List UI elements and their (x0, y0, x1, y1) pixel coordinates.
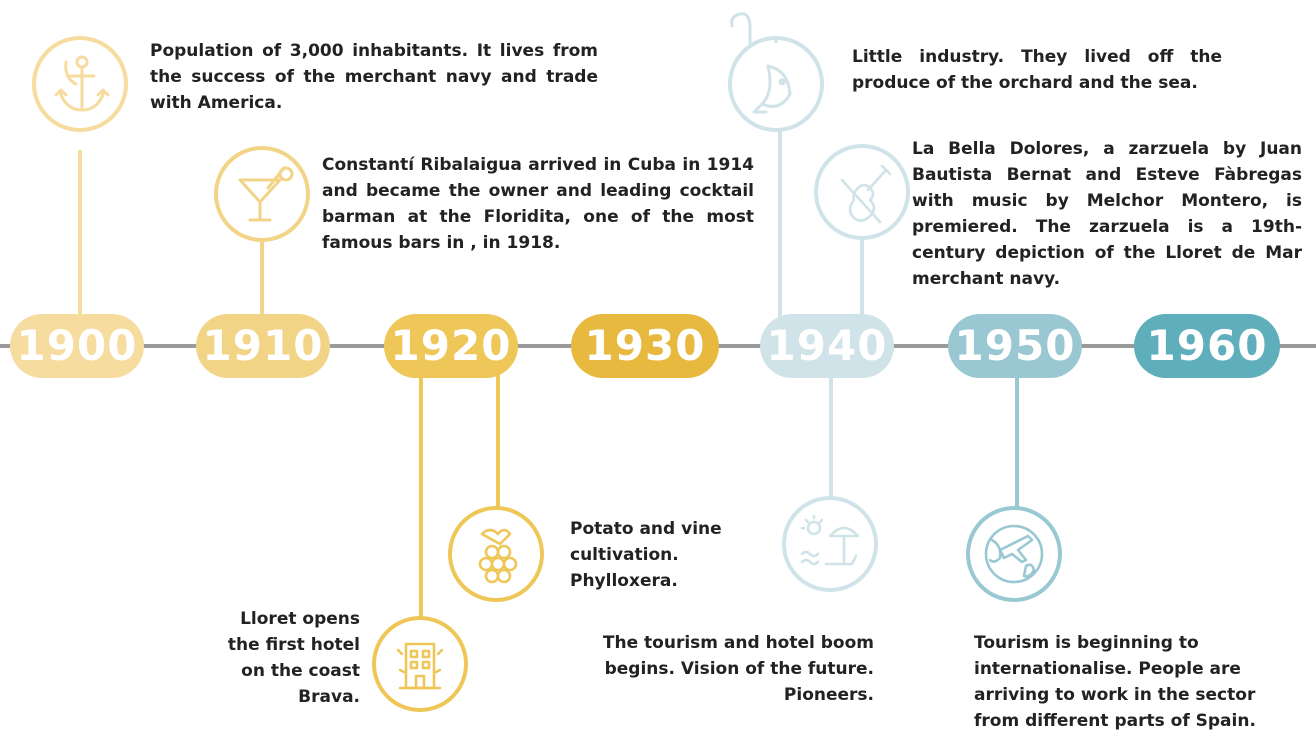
connector-1940-tourism (829, 368, 833, 500)
event-circle-1940-fish (728, 36, 824, 132)
decade-1960: 1960 (1134, 314, 1280, 378)
event-text-1940-tourism: The tourism and hotel boom begins. Visio… (602, 633, 874, 705)
event-text-1910: Constantí Ribalaigua arrived in Cuba in … (322, 155, 754, 253)
connector-1940-violin (860, 236, 864, 324)
connector-1940-fish (778, 110, 782, 326)
connector-1920-vine (496, 368, 500, 512)
connector-1920-hotel (419, 368, 423, 622)
violin-icon (840, 164, 892, 224)
event-text-1940-fish: Little industry. They lived off the prod… (852, 47, 1222, 93)
connector-1900 (78, 150, 82, 322)
connector-1950 (1015, 368, 1019, 512)
event-circle-1940-tourism (782, 496, 878, 592)
beach-icon (800, 514, 860, 566)
globe-plane-icon (984, 524, 1044, 584)
event-circle-1900 (32, 36, 128, 132)
grapes-icon (478, 528, 518, 584)
hotel-icon (396, 642, 444, 690)
decade-1930: 1930 (571, 314, 719, 378)
fish-hook-icon (752, 40, 792, 114)
event-circle-1920-vine (448, 506, 544, 602)
event-text-1920-vine: Potato and vine cultivation. Phylloxera. (570, 519, 722, 591)
event-text-1950: Tourism is beginning to internationalise… (974, 633, 1256, 731)
anchor-icon (54, 55, 110, 112)
decade-1910: 1910 (196, 314, 330, 378)
decade-1900: 1900 (10, 314, 144, 378)
decade-1920: 1920 (384, 314, 518, 378)
event-circle-1910 (214, 146, 310, 242)
event-circle-1920-hotel (372, 616, 468, 712)
connector-1910 (260, 238, 264, 324)
event-text-1940-violin: La Bella Dolores, a zarzuela by Juan Bau… (912, 139, 1302, 289)
event-text-1920-hotel: Lloret opens the first hotel on the coas… (227, 609, 360, 707)
fish-hook-line-icon (730, 12, 752, 46)
event-text-1900: Population of 3,000 inhabitants. It live… (150, 41, 598, 113)
event-circle-1950 (966, 506, 1062, 602)
cocktail-icon (238, 166, 294, 222)
decade-1940: 1940 (760, 314, 894, 378)
decade-1950: 1950 (948, 314, 1082, 378)
event-circle-1940-violin (814, 144, 910, 240)
